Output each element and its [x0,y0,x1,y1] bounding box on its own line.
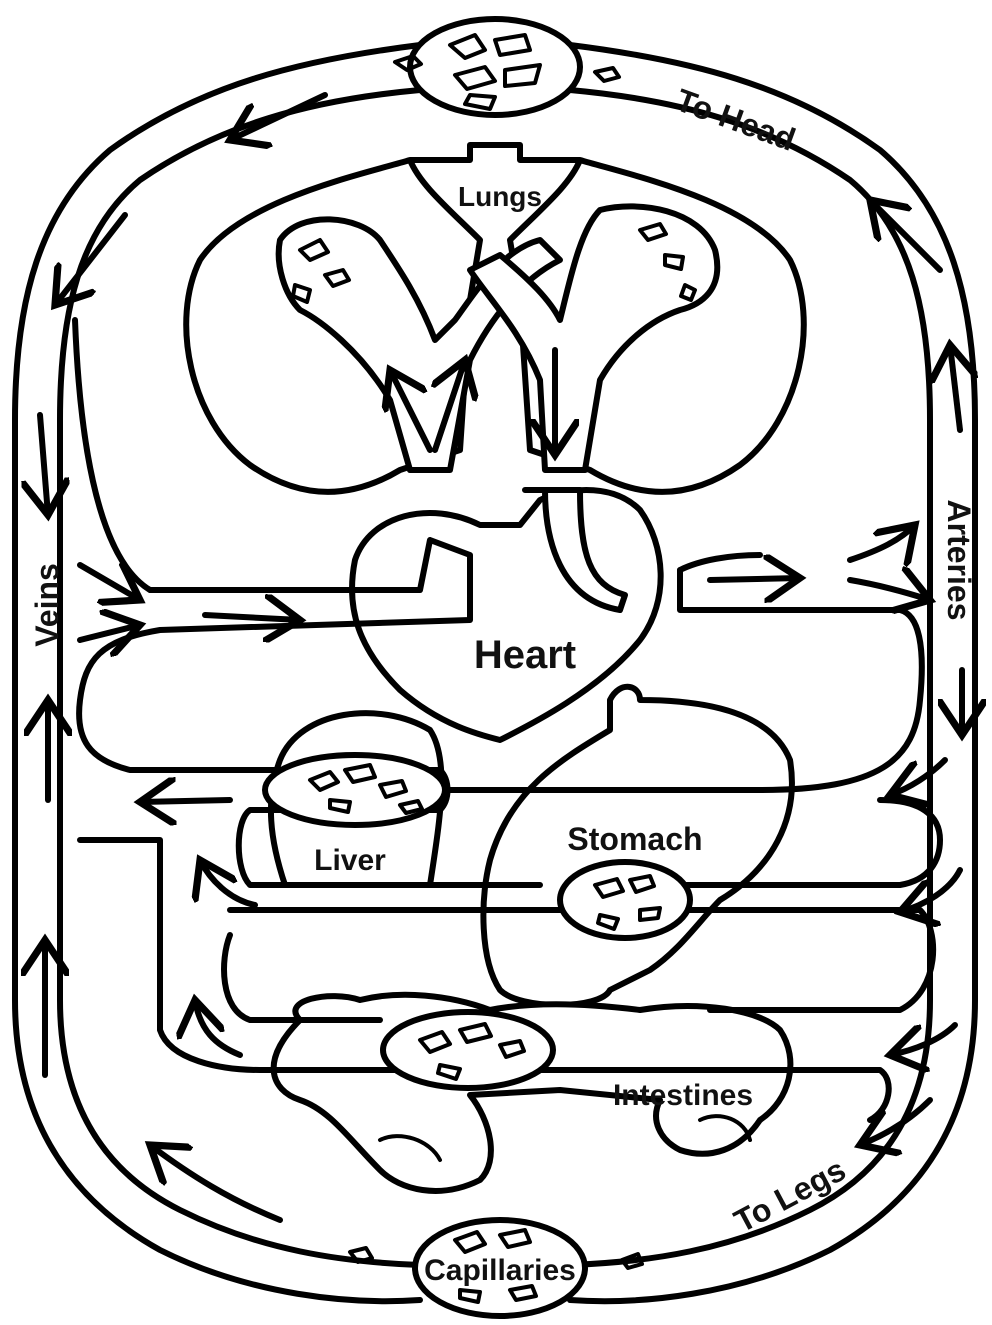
intestines-label: Intestines [613,1079,753,1112]
lungs-label: Lungs [458,181,542,212]
veins-label: Veins [29,563,65,647]
liver-label: Liver [314,844,386,877]
heart-label: Heart [474,633,576,677]
arteries-label: Arteries [941,500,977,621]
capillaries-label: Capillaries [424,1254,576,1287]
head-capillaries [395,19,619,115]
stomach-label: Stomach [567,821,702,857]
